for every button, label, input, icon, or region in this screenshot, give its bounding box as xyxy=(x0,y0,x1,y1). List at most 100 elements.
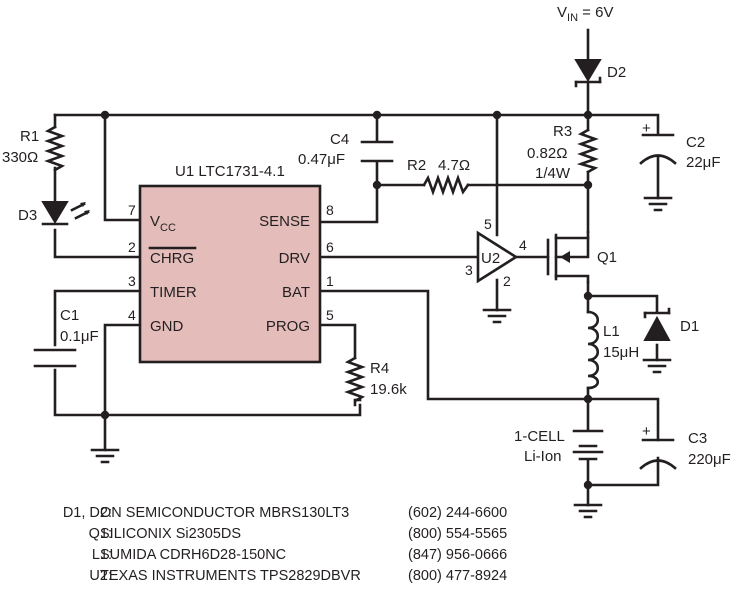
pin-number: 6 xyxy=(326,239,334,255)
part-ref: Q1: xyxy=(88,526,112,542)
pin-drv-label: DRV xyxy=(279,250,310,267)
resistor-r4: R4 19.6k xyxy=(344,356,407,407)
capacitor-c4: C4 0.47μF xyxy=(298,131,394,168)
c1-value: 0.1μF xyxy=(60,328,99,345)
c3-polarity: + xyxy=(642,423,651,440)
pin-bat-label: BAT xyxy=(282,284,310,301)
part-description: ON SEMICONDUCTOR MBRS130LT3 xyxy=(100,505,350,521)
resistor-r2: R2 4.7Ω xyxy=(407,157,470,196)
part-phone: (800) 477-8924 xyxy=(408,568,508,584)
junctions xyxy=(100,110,593,490)
junction-dot xyxy=(492,110,502,120)
led-d3: D3 xyxy=(18,201,90,226)
resistor-r1: R1 330Ω xyxy=(2,125,66,172)
r1-value: 330Ω xyxy=(2,149,38,166)
part-phone: (602) 244-6600 xyxy=(408,505,508,521)
part-ref: L1: xyxy=(91,547,112,563)
ic-u1: U1 LTC1731-4.1 VCC CHRG TIMER GND SENSE … xyxy=(128,163,334,364)
inductor-l1: L1 15μH xyxy=(586,310,639,390)
pin-gnd-label: GND xyxy=(150,318,184,335)
pin-number: 2 xyxy=(128,239,136,255)
u2-pin4: 4 xyxy=(519,237,527,253)
junction-dot xyxy=(583,291,593,301)
r2-value: 4.7Ω xyxy=(438,157,470,174)
parts-list-row: Q1:SILICONIX Si2305DS (800) 554-5565 xyxy=(20,526,720,547)
ground-icon xyxy=(90,448,120,464)
l1-value: 15μH xyxy=(603,344,639,361)
pin-number: 8 xyxy=(326,202,334,218)
supply-label: VIN = 6V xyxy=(557,4,613,24)
pin-number: 3 xyxy=(128,273,136,289)
pin-vcc-label: VCC xyxy=(150,213,176,234)
resistor-r3: R3 0.82Ω 1/4W xyxy=(527,123,599,182)
junction-dot xyxy=(372,110,382,120)
part-ref: U2: xyxy=(89,568,112,584)
battery: 1-CELL Li-Ion xyxy=(514,428,604,465)
l1-ref: L1 xyxy=(603,323,620,340)
r1-ref: R1 xyxy=(20,128,39,145)
battery-line2: Li-Ion xyxy=(524,448,562,465)
buffer-u2: U2 5 4 3 2 xyxy=(465,216,527,289)
part-ref: D1, D2: xyxy=(62,505,112,521)
u2-pin2: 2 xyxy=(503,273,511,289)
pin-chrg-label: CHRG xyxy=(150,250,194,267)
wires xyxy=(53,28,660,507)
capacitor-c2: + C2 22μF xyxy=(639,120,721,200)
junction-dot xyxy=(583,480,593,490)
junction-dot xyxy=(583,180,593,190)
u2-pin5: 5 xyxy=(484,216,492,232)
c4-ref: C4 xyxy=(330,131,349,148)
c2-ref: C2 xyxy=(686,134,705,151)
r3-value: 0.82Ω xyxy=(527,145,567,162)
pin-number: 4 xyxy=(128,307,136,323)
diode-d2: D2 xyxy=(574,59,626,88)
parts-list: D1, D2:ON SEMICONDUCTOR MBRS130LT3 (602) … xyxy=(20,505,720,589)
r2-ref: R2 xyxy=(407,157,426,174)
d3-ref: D3 xyxy=(18,207,37,224)
ic-name: U1 LTC1731-4.1 xyxy=(175,163,285,180)
c2-value: 22μF xyxy=(686,154,721,171)
c4-value: 0.47μF xyxy=(298,151,345,168)
pin-timer-label: TIMER xyxy=(150,284,197,301)
junction-dot xyxy=(100,410,110,420)
u2-pin3: 3 xyxy=(465,262,473,278)
capacitor-c3: + C3 220μF xyxy=(639,423,731,470)
transistor-q1: Q1 xyxy=(546,230,617,284)
parts-list-row: D1, D2:ON SEMICONDUCTOR MBRS130LT3 (602) … xyxy=(20,505,720,526)
r3-ref: R3 xyxy=(553,123,572,140)
pin-number: 5 xyxy=(326,307,334,323)
part-phone: (847) 956-0666 xyxy=(408,547,508,563)
ground-symbols xyxy=(90,196,673,519)
d2-ref: D2 xyxy=(607,64,626,81)
u2-ref: U2 xyxy=(481,250,500,267)
c3-ref: C3 xyxy=(688,430,707,447)
r3-power: 1/4W xyxy=(535,165,571,182)
junction-dot xyxy=(372,180,382,190)
parts-list-row: L1:SUMIDA CDRH6D28-150NC (847) 956-0666 xyxy=(20,547,720,568)
pin-prog-label: PROG xyxy=(266,318,310,335)
d1-ref: D1 xyxy=(680,318,699,335)
ground-icon xyxy=(573,503,603,519)
c1-ref: C1 xyxy=(60,307,79,324)
junction-dot xyxy=(583,394,593,404)
capacitor-c1: C1 0.1μF xyxy=(33,307,99,368)
parts-list-row: U2:TEXAS INSTRUMENTS TPS2829DBVR (800) 47… xyxy=(20,568,720,589)
q1-ref: Q1 xyxy=(597,249,617,266)
ground-icon xyxy=(643,196,673,212)
pin-number: 1 xyxy=(326,273,334,289)
r4-ref: R4 xyxy=(370,360,389,377)
r4-value: 19.6k xyxy=(370,381,407,398)
junction-dot xyxy=(100,110,110,120)
part-description: TEXAS INSTRUMENTS TPS2829DBVR xyxy=(100,568,361,584)
part-description: SUMIDA CDRH6D28-150NC xyxy=(100,547,287,563)
pin-sense-label: SENSE xyxy=(259,213,310,230)
ground-icon xyxy=(482,308,512,324)
part-phone: (800) 554-5565 xyxy=(408,526,508,542)
junction-dot xyxy=(583,110,593,120)
ground-icon xyxy=(642,358,672,374)
c3-value: 220μF xyxy=(688,451,731,468)
pin-number: 7 xyxy=(128,202,136,218)
battery-line1: 1-CELL xyxy=(514,428,565,445)
part-description: SILICONIX Si2305DS xyxy=(100,526,242,542)
